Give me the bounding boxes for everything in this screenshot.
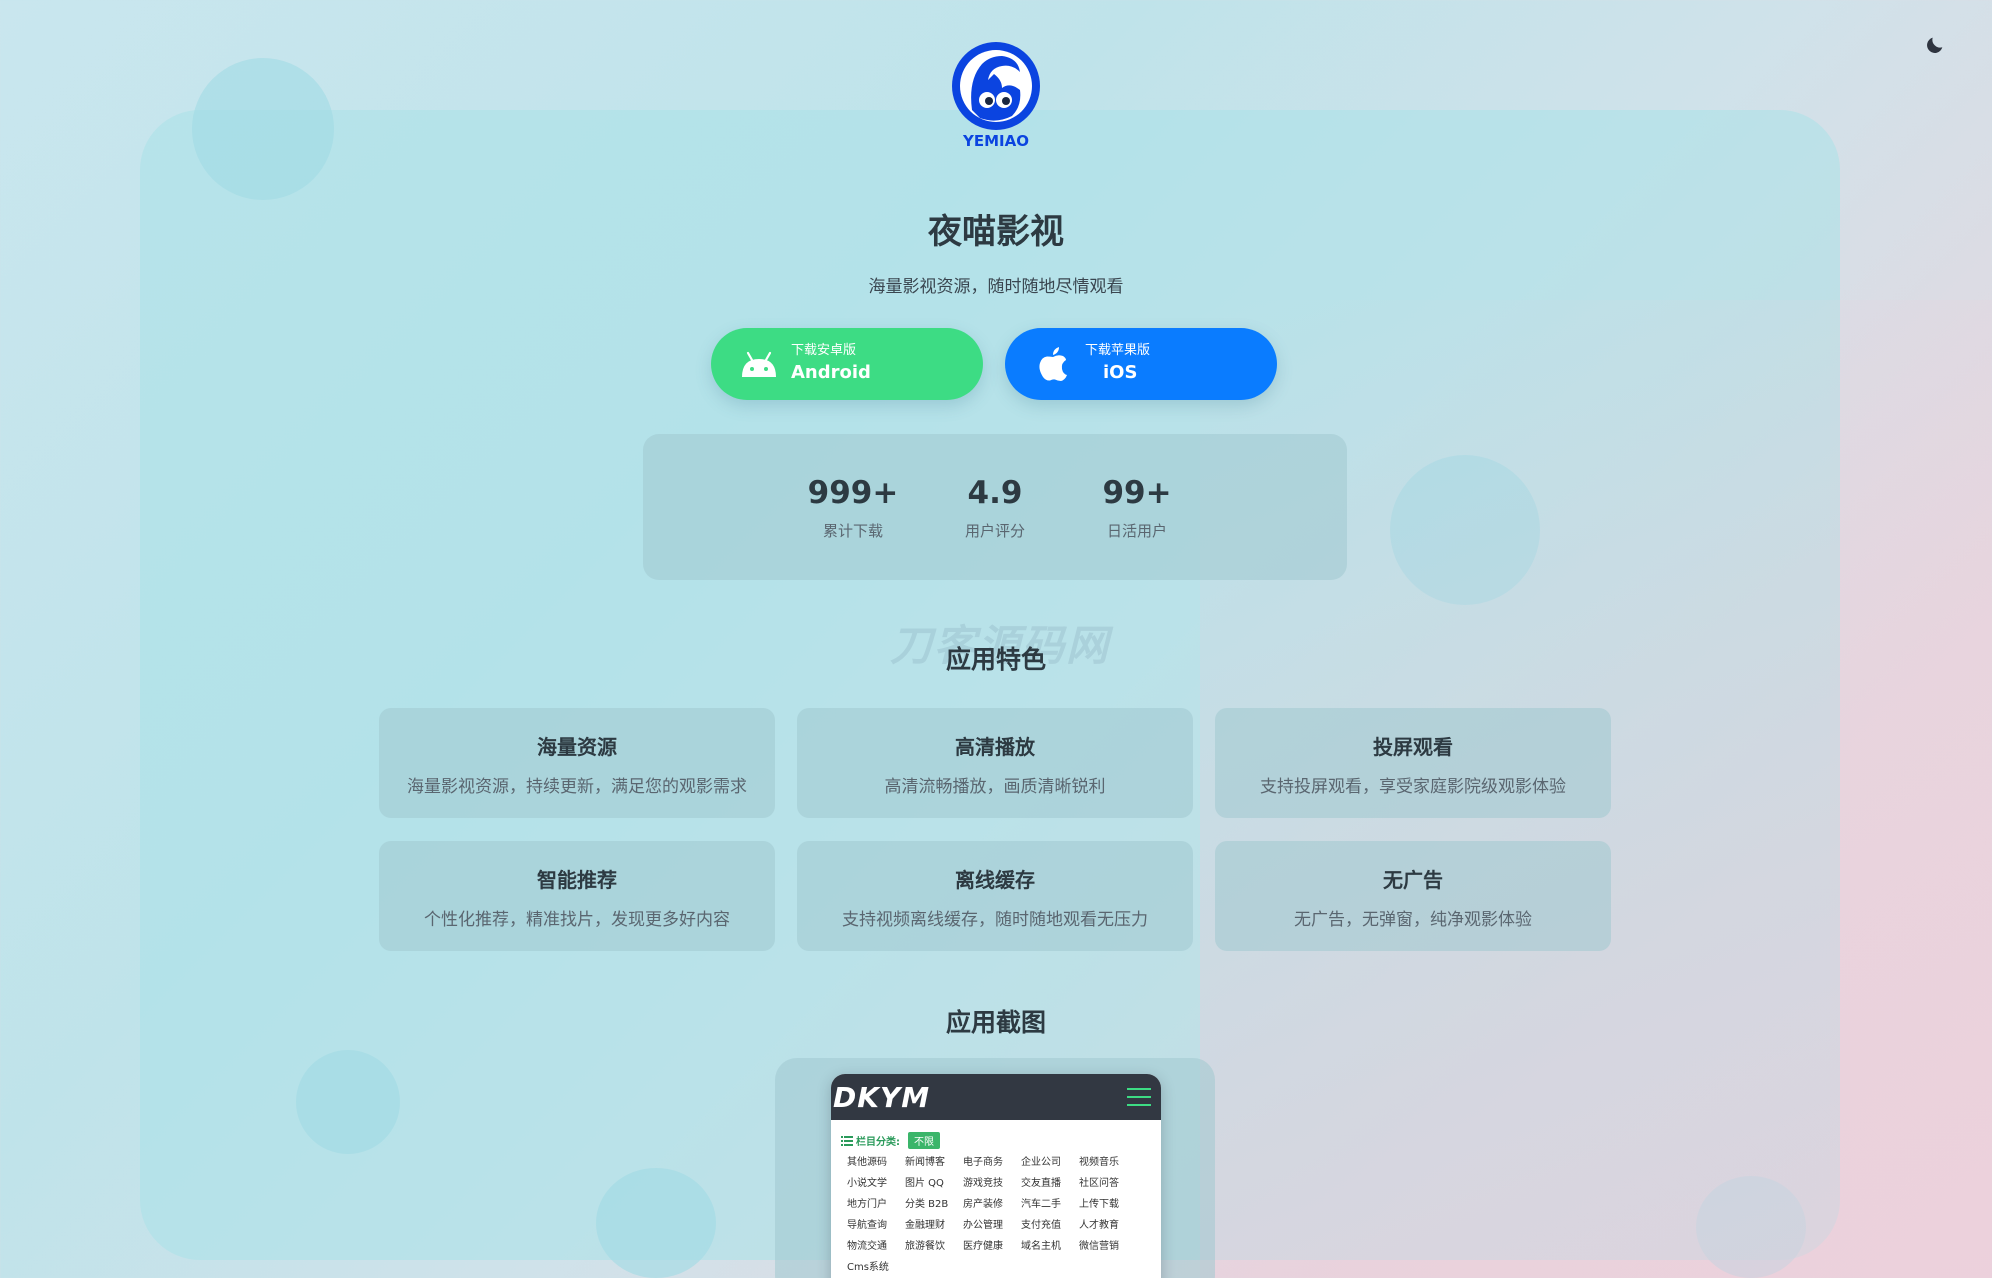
stat-label: 日活用户	[1106, 522, 1167, 540]
download-ios-button[interactable]: 下载苹果版 iOS	[1005, 328, 1277, 400]
download-ios-caption: 下载苹果版	[1085, 343, 1151, 358]
category-item: 地方门户	[847, 1199, 887, 1210]
android-icon	[742, 351, 776, 377]
category-item: 人才教育	[1079, 1220, 1119, 1231]
category-item: 汽车二手	[1021, 1199, 1061, 1210]
feature-card: 离线缓存 支持视频离线缓存，随时随地观看无压力	[797, 841, 1193, 951]
feature-title: 离线缓存	[955, 868, 1035, 892]
feature-desc: 支持视频离线缓存，随时随地观看无压力	[842, 910, 1148, 930]
feature-card: 高清播放 高清流畅播放，画质清晰锐利	[797, 708, 1193, 818]
theme-toggle-button[interactable]	[1920, 30, 1950, 60]
phone-header: DKYM	[831, 1074, 1161, 1120]
feature-desc: 海量影视资源，持续更新，满足您的观影需求	[407, 777, 747, 797]
category-grid: 其他源码 新闻博客 电子商务 企业公司 视频音乐小说文学 图片 QQ 游戏竞技 交友直播 社区问…	[847, 1155, 1151, 1276]
logo-text: YEMIAO	[962, 132, 1029, 150]
category-item: 旅游餐饮	[905, 1241, 945, 1252]
category-item: 社区问答	[1079, 1178, 1119, 1189]
stat-label: 累计下载	[822, 522, 883, 540]
app-title: 夜喵影视	[928, 212, 1064, 252]
feature-desc: 个性化推荐，精准找片，发现更多好内容	[424, 910, 730, 930]
category-row: 栏目分类: 不限	[841, 1132, 1151, 1149]
category-item: 房产装修	[963, 1199, 1003, 1210]
category-item: 导航查询	[847, 1220, 887, 1231]
feature-desc: 无广告，无弹窗，纯净观影体验	[1294, 910, 1532, 930]
category-item: 游戏竞技	[963, 1178, 1003, 1189]
category-item: 小说文学	[847, 1178, 887, 1189]
category-item: 视频音乐	[1079, 1157, 1119, 1168]
list-icon	[841, 1135, 853, 1146]
app-tagline: 海量影视资源，随时随地尽情观看	[868, 277, 1124, 297]
download-android-caption: 下载安卓版	[791, 343, 857, 358]
watermark: 刀客源码网	[889, 621, 1110, 670]
category-item: 电子商务	[963, 1157, 1003, 1168]
feature-desc: 支持投屏观看，享受家庭影院级观影体验	[1260, 777, 1566, 797]
features-title: 应用特色	[945, 645, 1046, 674]
feature-card: 投屏观看 支持投屏观看，享受家庭影院级观影体验	[1215, 708, 1611, 818]
phone-body: 栏目分类: 不限 其他源码 新闻博客 电子商务 企业公司 视频音乐小说文学 图片 QQ 游戏…	[831, 1120, 1161, 1276]
feature-title: 无广告	[1383, 868, 1443, 892]
category-item: 支付充值	[1021, 1220, 1061, 1231]
download-ios-label: iOS	[1103, 362, 1138, 383]
moon-icon	[1927, 37, 1943, 53]
phone-brand: DKYM	[833, 1080, 931, 1114]
category-label-text: 栏目分类:	[856, 1137, 900, 1148]
category-item: 分类 B2B	[905, 1199, 949, 1210]
stat-downloads: 999+ 累计下载	[773, 474, 933, 541]
category-item: 交友直播	[1021, 1178, 1061, 1189]
stats-panel: 999+ 累计下载 4.9 用户评分 99+ 日活用户	[643, 434, 1347, 580]
menu-icon	[1127, 1088, 1151, 1106]
feature-title: 高清播放	[955, 735, 1035, 759]
category-item: 新闻博客	[905, 1157, 945, 1168]
download-android-label: Android	[791, 362, 871, 383]
category-item: 医疗健康	[963, 1241, 1003, 1252]
features-grid: 海量资源 海量影视资源，持续更新，满足您的观影需求 高清播放 高清流畅播放，画质…	[379, 708, 1612, 952]
stat-label: 用户评分	[964, 522, 1025, 540]
stat-value: 999+	[807, 475, 899, 511]
download-android-button[interactable]: 下载安卓版 Android	[711, 328, 983, 400]
feature-desc: 高清流畅播放，画质清晰锐利	[884, 777, 1106, 797]
app-logo: YEMIAO	[946, 40, 1046, 152]
feature-card: 智能推荐 个性化推荐，精准找片，发现更多好内容	[379, 841, 775, 951]
category-item: 微信营销	[1079, 1241, 1119, 1252]
category-item: 域名主机	[1021, 1241, 1061, 1252]
category-tag: 不限	[908, 1132, 940, 1149]
category-label: 栏目分类:	[841, 1133, 900, 1148]
category-item: 金融理财	[905, 1220, 945, 1231]
stat-daily-users: 99+ 日活用户	[1057, 474, 1217, 541]
category-item: 企业公司	[1021, 1157, 1061, 1168]
stat-value: 99+	[1102, 475, 1172, 511]
category-item: 办公管理	[963, 1220, 1003, 1231]
stat-rating: 4.9 用户评分	[915, 474, 1075, 541]
feature-card: 无广告 无广告，无弹窗，纯净观影体验	[1215, 841, 1611, 951]
feature-title: 投屏观看	[1373, 735, 1453, 759]
stat-value: 4.9	[967, 475, 1023, 511]
category-item: 物流交通	[847, 1241, 887, 1252]
category-item: 其他源码	[847, 1157, 887, 1168]
category-item: 图片 QQ	[905, 1178, 944, 1189]
app-screenshot[interactable]: DKYM 栏目分类: 不限 其他源码 新闻博客 电子商务 企业公司 视频音乐小说文学 图片…	[831, 1074, 1161, 1278]
category-item: 上传下载	[1079, 1199, 1119, 1210]
apple-icon	[1039, 347, 1067, 381]
feature-title: 智能推荐	[537, 868, 617, 892]
feature-card: 海量资源 海量影视资源，持续更新，满足您的观影需求	[379, 708, 775, 818]
category-item: Cms系统	[847, 1262, 889, 1273]
feature-title: 海量资源	[537, 735, 617, 759]
screenshots-title: 应用截图	[945, 1008, 1046, 1037]
